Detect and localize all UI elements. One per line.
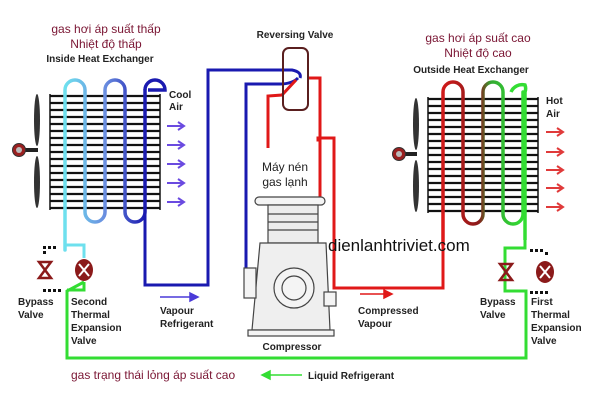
left-vn-line1: gas hơi áp suất thấp (51, 22, 161, 36)
inside-coil-tail (143, 78, 167, 92)
right-bypass-label-2: Valve (480, 310, 506, 321)
first-exp-label-4: Valve (531, 336, 557, 347)
reversing-valve-label: Reversing Valve (257, 30, 334, 41)
inside-heat-exchanger-label: Inside Heat Exchanger (46, 54, 153, 65)
cyan-pipe (63, 212, 86, 258)
compressor-label: Compressor (263, 342, 322, 353)
first-exp-label-1: First (531, 297, 553, 308)
inside-fan-icon (12, 94, 40, 208)
left-bypass-label-1: Bypass (18, 297, 54, 308)
liquid-arrow (260, 369, 302, 381)
hot-air-label-2: Air (546, 109, 560, 120)
liquid-pipe (65, 240, 528, 360)
discharge-pipe (308, 76, 445, 290)
second-exp-label-2: Thermal (71, 310, 110, 321)
first-exp-label-3: Expansion (531, 323, 582, 334)
outside-coil-right (509, 82, 528, 240)
bypass-dots-left (43, 246, 61, 292)
vapour-pipe (143, 68, 302, 287)
inside-coil (63, 78, 147, 252)
left-vn-line2: Nhiệt độ thấp (70, 37, 142, 51)
cool-air-label-1: Cool (169, 90, 191, 101)
watermark: dienlanhtriviet.com (328, 236, 470, 255)
outside-heat-exchanger-label: Outside Heat Exchanger (413, 65, 529, 76)
compressed-label-2: Vapour (358, 319, 392, 330)
compressed-label-1: Compressed (358, 306, 419, 317)
hot-air-label-1: Hot (546, 96, 563, 107)
first-expansion-valve-icon (536, 261, 554, 283)
liquid-vn-label: gas trạng thái lỏng áp suất cao (71, 368, 235, 382)
bypass-valve-right-icon (497, 262, 515, 282)
outside-coil (441, 80, 525, 247)
inside-heat-exchanger (12, 78, 186, 252)
compressor-icon (243, 196, 337, 337)
right-vn-line2: Nhiệt độ cao (444, 46, 512, 60)
second-expansion-valve-icon (75, 259, 93, 281)
outside-fan-icon (392, 98, 419, 212)
left-bypass-label-2: Valve (18, 310, 44, 321)
cool-air-label-2: Air (169, 102, 183, 113)
second-exp-label-1: Second (71, 297, 107, 308)
bypass-valve-left-icon (36, 260, 54, 280)
liquid-pipe-2 (67, 282, 86, 292)
reversing-valve (282, 47, 309, 111)
vapour-label-2: Refrigerant (160, 319, 214, 330)
hot-air-arrows (546, 127, 565, 212)
liquid-refrigerant-label: Liquid Refrigerant (308, 371, 395, 382)
first-exp-label-2: Thermal (531, 310, 570, 321)
second-exp-label-4: Valve (71, 336, 97, 347)
vapour-arrow (160, 291, 200, 303)
compressor-vn-line2: gas lạnh (262, 175, 307, 189)
second-exp-label-3: Expansion (71, 323, 122, 334)
right-bypass-label-1: Bypass (480, 297, 516, 308)
compressor-vn-line1: Máy nén (262, 160, 308, 174)
vapour-label-1: Vapour (160, 306, 194, 317)
compressed-vapour-arrow (360, 288, 394, 300)
suction-pipe (244, 76, 300, 270)
compressor-outlet-pipe (266, 78, 298, 148)
right-vn-line1: gas hơi áp suất cao (425, 31, 531, 45)
cool-air-arrows (167, 121, 186, 207)
bypass-dots-right (530, 249, 548, 294)
outside-heat-exchanger (392, 80, 565, 247)
